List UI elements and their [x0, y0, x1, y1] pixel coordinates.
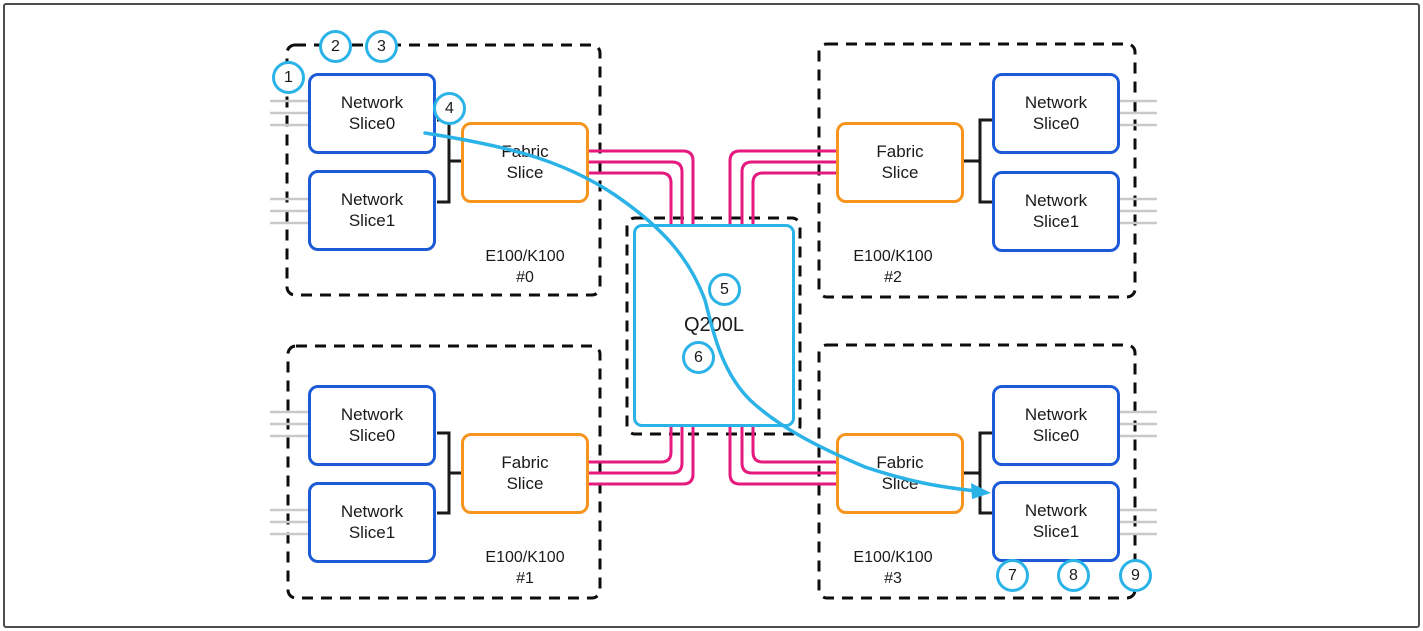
figure-frame: [3, 3, 1420, 628]
network-slice1-chassis2: Network Slice1: [992, 171, 1120, 252]
fabric-slice-label-line: Fabric: [876, 452, 924, 472]
port-stubs-chassis2: [1119, 99, 1157, 225]
network-slice1-chassis0: Network Slice1: [308, 170, 436, 251]
network-slice-label-line: Slice0: [1032, 425, 1080, 445]
callout-number: 3: [377, 37, 386, 55]
port-stubs-chassis3: [1119, 410, 1157, 536]
network-slice-label-line: Slice0: [348, 425, 396, 445]
fabric-slice-label-line: Fabric: [501, 452, 549, 472]
network-slice-label-line: Network: [1024, 92, 1088, 112]
fabric-slice-label-line: Fabric: [876, 141, 924, 161]
network-slice-label-line: Network: [340, 501, 404, 521]
callout-number: 4: [445, 99, 454, 117]
network-slice-label-line: Network: [340, 404, 404, 424]
network-slice-label-line: Network: [340, 189, 404, 209]
fabric-slice-chassis0: Fabric Slice: [461, 122, 589, 203]
chassis-label-1: E100/K100 #1: [485, 548, 564, 590]
port-stubs-chassis0: [270, 99, 309, 225]
chassis-label-2: E100/K100 #2: [853, 247, 932, 289]
network-slice-label-line: Slice1: [1032, 211, 1080, 231]
chassis-label-line: #0: [516, 269, 534, 286]
network-slice1-chassis1: Network Slice1: [308, 482, 436, 563]
network-slice-label-line: Slice0: [1032, 113, 1080, 133]
callout-marker-1: 1: [272, 61, 305, 94]
network-slice0-chassis3: Network Slice0: [992, 385, 1120, 466]
callout-number: 7: [1008, 566, 1017, 584]
network-slice0-chassis2: Network Slice0: [992, 73, 1120, 154]
chassis-label-line: E100/K100: [853, 248, 933, 266]
network-slice-label-line: Slice0: [348, 113, 396, 133]
callout-marker-3: 3: [365, 30, 398, 63]
chassis-label-line: #2: [884, 269, 902, 286]
fabric-link: [589, 425, 684, 475]
slice-connector-chassis2: [963, 118, 992, 204]
callout-number: 1: [284, 68, 293, 86]
chassis-label-0: E100/K100 #0: [485, 247, 564, 289]
chassis-label-line: #3: [884, 570, 902, 587]
network-slice1-chassis3: Network Slice1: [992, 481, 1120, 562]
slice-connector-chassis3: [963, 431, 992, 515]
center-switch-q200l: Q200L: [633, 224, 795, 427]
slice-connector-chassis0: [437, 118, 462, 204]
fabric-link: [751, 425, 836, 464]
fabric-slice-chassis2: Fabric Slice: [836, 122, 964, 203]
network-slice-label-line: Network: [340, 92, 404, 112]
callout-number: 5: [720, 280, 729, 298]
center-switch-label: Q200L: [683, 314, 745, 337]
chassis-label-3: E100/K100 #3: [853, 548, 932, 590]
fabric-slice-label-line: Slice: [881, 473, 919, 493]
callout-marker-5: 5: [708, 273, 741, 306]
slice-connector-chassis1: [437, 431, 462, 515]
chassis-label-line: E100/K100: [853, 549, 933, 567]
fabric-slice-label-line: Slice: [881, 162, 919, 182]
port-stubs-chassis1: [270, 410, 309, 536]
fabric-slice-label-line: Slice: [506, 473, 544, 493]
callout-marker-6: 6: [682, 341, 715, 374]
network-slice-label-line: Network: [1024, 404, 1088, 424]
callout-number: 8: [1069, 566, 1078, 584]
callout-marker-8: 8: [1057, 559, 1090, 592]
callout-number: 6: [694, 348, 703, 366]
network-slice-label-line: Slice1: [348, 210, 396, 230]
network-slice-label-line: Slice1: [348, 522, 396, 542]
callout-marker-4: 4: [433, 92, 466, 125]
callout-marker-2: 2: [319, 30, 352, 63]
network-slice0-chassis1: Network Slice0: [308, 385, 436, 466]
fabric-slice-label-line: Slice: [506, 162, 544, 182]
callout-marker-7: 7: [996, 559, 1029, 592]
fabric-link: [740, 425, 836, 475]
fabric-slice-chassis1: Fabric Slice: [461, 433, 589, 514]
network-slice-label-line: Slice1: [1032, 521, 1080, 541]
network-slice-label-line: Network: [1024, 190, 1088, 210]
callout-number: 2: [331, 37, 340, 55]
network-slice0-chassis0: Network Slice0: [308, 73, 436, 154]
callout-number: 9: [1131, 566, 1140, 584]
chassis-label-line: E100/K100: [485, 248, 565, 266]
chassis-label-line: #1: [516, 570, 534, 587]
callout-marker-9: 9: [1119, 559, 1152, 592]
fabric-slice-chassis3: Fabric Slice: [836, 433, 964, 514]
chassis-label-line: E100/K100: [485, 549, 565, 567]
fabric-slice-label-line: Fabric: [501, 141, 549, 161]
network-slice-label-line: Network: [1024, 500, 1088, 520]
